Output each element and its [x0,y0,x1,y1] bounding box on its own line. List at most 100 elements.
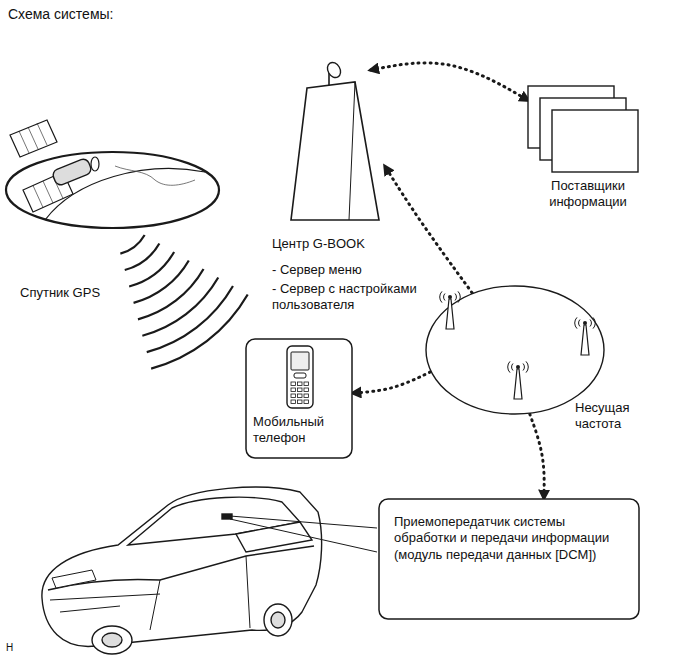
drawing-part [552,110,638,172]
drawing-part [298,394,303,398]
drawing-part [304,382,309,386]
drawing-part [508,361,510,372]
drawing-part [28,127,38,149]
drawing-part [291,352,309,370]
gps-wave [151,295,248,369]
drawing-part [291,394,296,398]
dotted-arrow [385,166,472,292]
drawing-part [448,295,452,299]
dotted-arrow [371,63,528,100]
drawing-part [426,286,604,414]
drawing-part [37,123,47,145]
drawing-part [291,82,379,220]
drawing-part [516,365,520,369]
gps-wave [129,252,174,286]
info-providers: Поставщики информации [528,86,643,174]
drawing-part [10,120,57,157]
drawing-part [304,400,309,404]
drawing-part [444,294,445,301]
leader-line [230,516,377,528]
node-text: Поставщики информации [533,178,643,211]
gps-wave [147,286,233,352]
node-caption: Спутник GPS [20,285,120,301]
gps-satellite: Спутник GPS [5,150,220,230]
gps-wave [125,244,160,271]
dotted-arrow [353,372,430,393]
drawing-part [590,320,591,327]
drawing-part [33,186,43,208]
phone-icon [287,346,313,408]
drawing-part [526,361,528,372]
node-caption: Несущая частота [575,400,657,433]
node-text: Центр G-BOOK [272,236,422,252]
gps-wave [120,235,144,254]
corner-mark: H [6,642,13,653]
server-center: Центр G-BOOK- Сервер меню- Сервер с наст… [285,70,385,220]
node-caption: Приемопередатчик системы обработки и пер… [394,514,626,563]
node-text: Спутник GPS [20,285,120,301]
leader-line [230,519,377,552]
drawing-part [581,325,589,355]
carrier-network: Несущая частота [425,285,605,415]
drawing-part [325,60,343,80]
car-illustration [42,487,322,654]
antenna-icon [440,291,461,329]
drawing-part [523,364,524,371]
callout-frame [246,339,352,458]
drawing-part [287,346,313,408]
callout-frame [379,499,639,619]
node-text: Мобильный телефон [253,414,345,447]
diagram-title: Схема системы: [8,6,113,22]
drawing-part [458,291,460,302]
satellite-icon [10,120,99,212]
drawing-part [298,400,303,404]
drawing-part [579,320,580,327]
drawing-part [593,317,595,328]
drawing-part [52,570,96,588]
drawing-part [575,317,577,328]
antenna-icon [508,361,529,399]
drawing-part [294,373,306,378]
drawing-part [291,382,296,386]
drawing-part [115,166,195,185]
dotted-arrow [530,414,544,498]
tower-shape [285,70,385,220]
drawing-part [291,388,296,392]
node-text: Несущая частота [575,400,657,433]
drawing-part [304,388,309,392]
gps-wave [138,269,204,319]
drawing-part [512,364,513,371]
earth-shape [5,150,220,230]
drawing-part [91,157,99,171]
node-caption: Центр G-BOOK - Сервер меню - Сервер с наст… [272,236,422,313]
node-caption: Поставщики информации [533,178,643,211]
drawing-part [304,394,309,398]
node-text: Приемопередатчик системы обработки и пер… [394,514,626,563]
mobile-phone-box: Мобильный телефон [245,338,353,459]
drawing-part [92,626,132,654]
drawing-part [48,546,314,590]
drawing-part [440,291,442,302]
drawing-part [42,487,322,646]
gps-wave [142,278,218,336]
drawing-part [271,612,285,628]
drawing-part [19,131,29,153]
drawing-part [150,556,250,630]
drawing-part [51,157,92,186]
drawing-part [514,369,522,399]
pages-shape [528,86,643,174]
node-caption: Мобильный телефон [253,414,345,447]
drawing-part [6,152,219,228]
drawing-part [298,382,303,386]
drawing-part [43,181,53,203]
drawing-part [349,82,355,220]
node-text: - Сервер с настройками пользователя [272,281,422,314]
drawing-part [583,321,587,325]
drawing-part [298,388,303,392]
drawing-part [455,294,456,301]
node-text: - Сервер меню [272,262,422,278]
drawing-part [264,604,292,636]
drawing-part [291,400,296,404]
dcm-callout-box: Приемопередатчик системы обработки и пер… [378,498,640,620]
